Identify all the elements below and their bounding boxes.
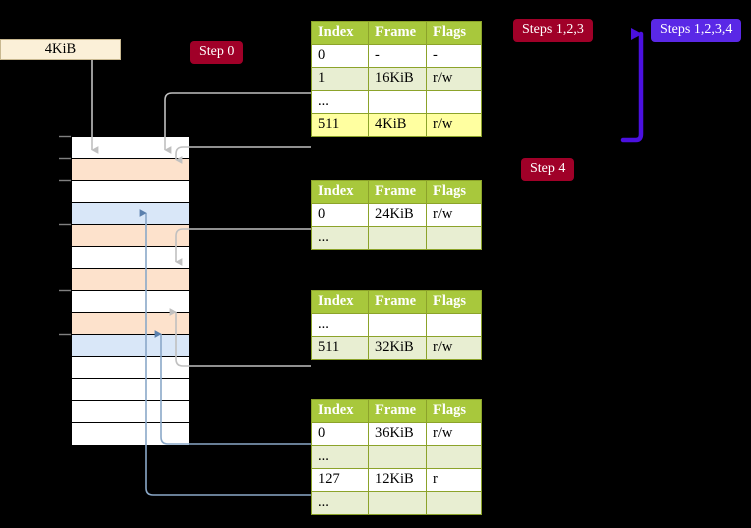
badge-step-0: Step 0 bbox=[190, 41, 244, 64]
table-cell bbox=[368, 491, 427, 515]
table-row: ... bbox=[311, 491, 482, 515]
col-header-index: Index bbox=[311, 399, 369, 423]
table-cell: 0 bbox=[311, 44, 369, 68]
table-cell: 24KiB bbox=[368, 203, 427, 227]
badge-steps-123: Steps 1,2,3 bbox=[513, 19, 593, 42]
memory-tick-marks bbox=[59, 135, 71, 336]
table-cell: 12KiB bbox=[368, 468, 427, 492]
col-header-frame: Frame bbox=[368, 180, 427, 204]
col-header-index: Index bbox=[311, 180, 369, 204]
wire-pdp-row0 bbox=[175, 228, 311, 266]
table-cell bbox=[368, 90, 427, 114]
table-cell: ... bbox=[311, 445, 369, 469]
memory-row bbox=[72, 379, 189, 401]
table-header-row: Index Frame Flags bbox=[311, 290, 482, 314]
table-cell bbox=[426, 90, 482, 114]
memory-row bbox=[72, 269, 189, 291]
size-label-box: 4KiB bbox=[0, 39, 121, 60]
table-header-row: Index Frame Flags bbox=[311, 399, 482, 423]
table-row: ... bbox=[311, 90, 482, 114]
memory-row bbox=[72, 291, 189, 313]
table-cell: 127 bbox=[311, 468, 369, 492]
table-cell: ... bbox=[311, 491, 369, 515]
table-header-row: Index Frame Flags bbox=[311, 180, 482, 204]
col-header-flags: Flags bbox=[426, 180, 482, 204]
table-cell bbox=[368, 313, 427, 337]
col-header-index: Index bbox=[311, 21, 369, 45]
table-row: 0-- bbox=[311, 44, 482, 68]
memory-row bbox=[72, 401, 189, 423]
memory-row bbox=[72, 313, 189, 335]
table-cell: ... bbox=[311, 90, 369, 114]
col-header-frame: Frame bbox=[368, 290, 427, 314]
col-header-frame: Frame bbox=[368, 21, 427, 45]
memory-row bbox=[72, 203, 189, 225]
physical-memory-block bbox=[71, 136, 190, 445]
badge-step-4: Step 4 bbox=[521, 158, 575, 181]
col-header-index: Index bbox=[311, 290, 369, 314]
table-row: ... bbox=[311, 313, 482, 337]
table-cell: r/w bbox=[426, 113, 482, 137]
table-cell bbox=[426, 313, 482, 337]
col-header-flags: Flags bbox=[426, 290, 482, 314]
table-row: ... bbox=[311, 445, 482, 469]
memory-row bbox=[72, 357, 189, 379]
table-cell: 32KiB bbox=[368, 336, 427, 360]
table-row: ... bbox=[311, 226, 482, 250]
table-cell: r/w bbox=[426, 67, 482, 91]
memory-row bbox=[72, 137, 189, 159]
col-header-flags: Flags bbox=[426, 399, 482, 423]
table-cell bbox=[426, 226, 482, 250]
memory-row bbox=[72, 423, 189, 445]
table-cell: 4KiB bbox=[368, 113, 427, 137]
table-cell: r bbox=[426, 468, 482, 492]
table-cell: 511 bbox=[311, 113, 369, 137]
table-cell: r/w bbox=[426, 203, 482, 227]
table-cell: - bbox=[426, 44, 482, 68]
badge-steps-1234: Steps 1,2,3,4 bbox=[651, 19, 742, 42]
wire-pml4-row511 bbox=[175, 146, 311, 164]
col-header-flags: Flags bbox=[426, 21, 482, 45]
table-cell bbox=[368, 226, 427, 250]
table-cell: r/w bbox=[426, 336, 482, 360]
table-cell bbox=[426, 491, 482, 515]
table-header-row: Index Frame Flags bbox=[311, 21, 482, 45]
memory-row bbox=[72, 225, 189, 247]
memory-row bbox=[72, 335, 189, 357]
table-cell: 16KiB bbox=[368, 67, 427, 91]
table-cell: 511 bbox=[311, 336, 369, 360]
table-cell: 0 bbox=[311, 203, 369, 227]
table-cell: 0 bbox=[311, 422, 369, 446]
col-header-frame: Frame bbox=[368, 399, 427, 423]
table-cell: ... bbox=[311, 313, 369, 337]
memory-row bbox=[72, 159, 189, 181]
bracket-steps-arrow bbox=[620, 28, 644, 143]
memory-row bbox=[72, 247, 189, 269]
table-cell: 1 bbox=[311, 67, 369, 91]
table-cell: 36KiB bbox=[368, 422, 427, 446]
table-cell bbox=[368, 445, 427, 469]
table-cell bbox=[426, 445, 482, 469]
table-cell: r/w bbox=[426, 422, 482, 446]
table-cell: - bbox=[368, 44, 427, 68]
memory-row bbox=[72, 181, 189, 203]
table-cell: ... bbox=[311, 226, 369, 250]
wire-pd-row511 bbox=[169, 308, 311, 367]
